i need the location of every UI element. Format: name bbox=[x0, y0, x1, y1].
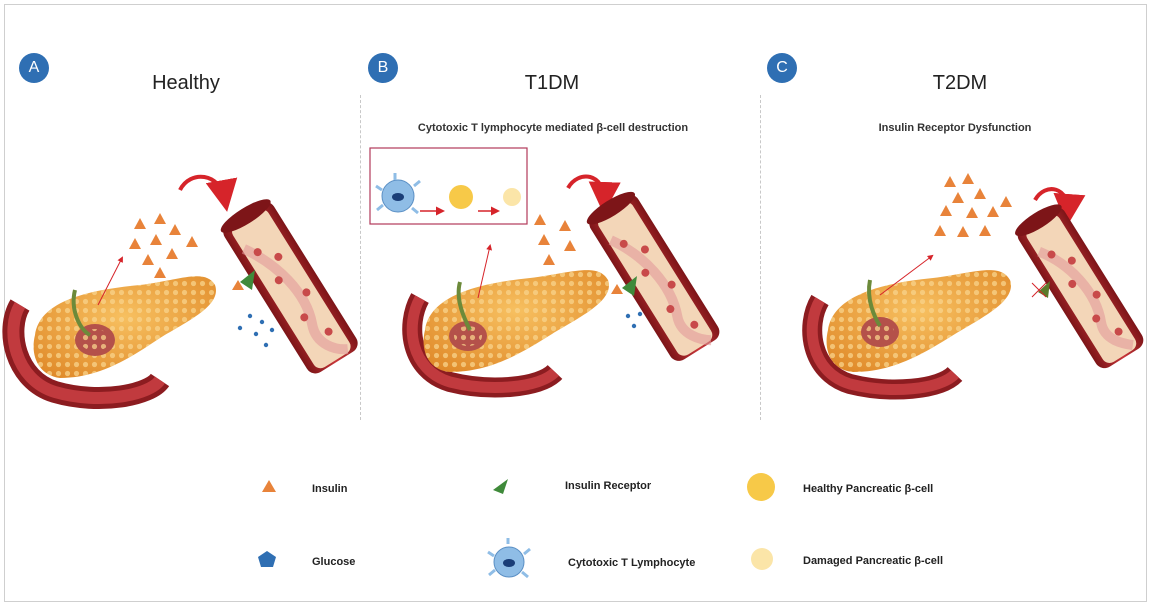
panel-c-scene bbox=[812, 173, 1147, 389]
insulin-receptor-legend-icon bbox=[490, 476, 512, 496]
legend-damaged-beta-cell-label: Damaged Pancreatic β-cell bbox=[803, 555, 943, 567]
t-lymphocyte-legend-icon bbox=[486, 538, 532, 584]
dysfunctional-receptor-c bbox=[1032, 281, 1050, 298]
legend-healthy-beta-cell-label: Healthy Pancreatic β-cell bbox=[803, 483, 933, 495]
legend-insulin-receptor-label: Insulin Receptor bbox=[565, 480, 651, 492]
release-arrow-a bbox=[180, 177, 225, 200]
legend-insulin-label: Insulin bbox=[312, 483, 347, 495]
glucose-cluster-b bbox=[626, 312, 642, 328]
insulin-cluster-b bbox=[534, 214, 576, 265]
insulin-cluster-c bbox=[934, 173, 1012, 237]
damaged-beta-cell-legend-icon bbox=[750, 547, 774, 571]
insulin-legend-icon bbox=[260, 478, 278, 494]
damaged-beta-cell-inset bbox=[503, 188, 521, 206]
healthy-beta-cell-legend-icon bbox=[746, 472, 776, 502]
insulin-cluster-a bbox=[129, 213, 198, 278]
panel-a-scene bbox=[13, 177, 361, 398]
blood-vessel-c bbox=[1011, 199, 1147, 372]
glucose-legend-icon bbox=[257, 550, 277, 568]
glucose-cluster-a bbox=[238, 314, 274, 347]
healthy-beta-cell-inset bbox=[449, 185, 473, 209]
legend-glucose-label: Glucose bbox=[312, 556, 355, 568]
legend-t-lymphocyte-label: Cytotoxic T Lymphocyte bbox=[568, 557, 695, 569]
panel-b-scene bbox=[370, 148, 723, 387]
